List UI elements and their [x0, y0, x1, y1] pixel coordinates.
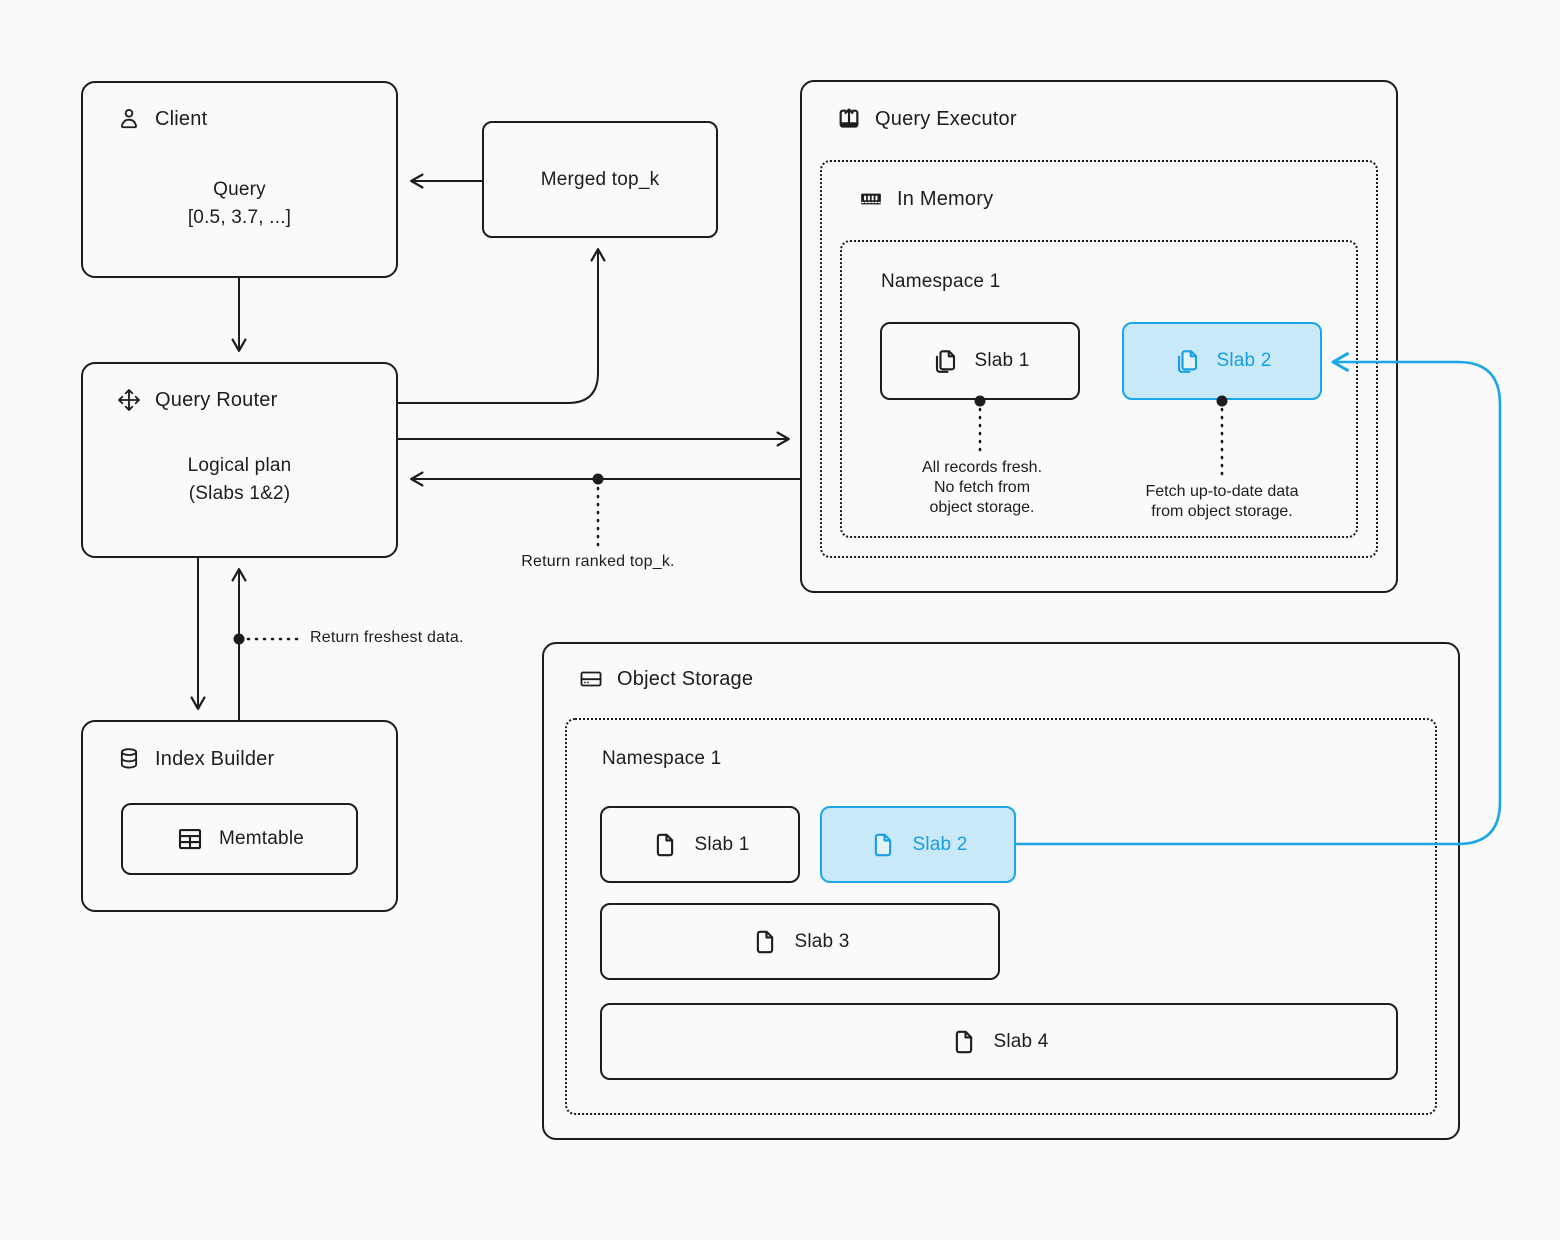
move-arrows-icon	[118, 389, 140, 411]
executor-slab-1: Slab 1	[880, 322, 1080, 400]
note-line: Fetch up-to-date data	[1145, 483, 1299, 500]
executor-slab-1-label: Slab 1	[974, 350, 1030, 371]
return-freshest-label: Return freshest data.	[310, 629, 464, 646]
storage-slab-1-label: Slab 1	[694, 833, 750, 855]
copy-documents-icon	[1178, 350, 1198, 373]
document-icon	[956, 1030, 973, 1053]
router-plan-line2: (Slabs 1&2)	[188, 483, 291, 504]
merged-topk-label-wrap: Merged top_k	[482, 121, 718, 238]
in-memory-title: In Memory	[897, 187, 994, 210]
drive-icon	[580, 671, 602, 687]
memtable-box	[121, 803, 358, 875]
ram-icon	[861, 193, 881, 205]
client-query-line1: Query	[213, 179, 266, 200]
copy-documents-icon	[936, 350, 956, 373]
document-icon	[757, 930, 774, 953]
document-icon	[875, 833, 892, 856]
arrow-router-to-merged	[398, 248, 606, 404]
storage-namespace-title: Namespace 1	[602, 748, 722, 769]
query-router-box	[81, 362, 398, 558]
client-box	[81, 81, 398, 278]
query-router-header: Query Router	[116, 387, 277, 413]
storage-slab-2-label: Slab 2	[912, 833, 968, 855]
index-builder-box	[81, 720, 398, 912]
executor-slab-2-label: Slab 2	[1216, 350, 1272, 371]
client-title: Client	[155, 107, 208, 130]
storage-slab-3: Slab 3	[600, 903, 1000, 980]
dot-return-freshest	[233, 633, 245, 645]
tray-upload-icon	[839, 108, 859, 128]
object-storage-header: Object Storage	[578, 666, 753, 692]
merged-topk-box	[482, 121, 718, 238]
query-router-title: Query Router	[155, 388, 278, 411]
note-line: All records fresh.	[921, 459, 1043, 476]
executor-slab-2-note: Fetch up-to-date data from object storag…	[1102, 482, 1342, 522]
storage-slab-3-label: Slab 3	[794, 930, 850, 952]
index-builder-title: Index Builder	[155, 747, 275, 770]
user-icon	[121, 108, 137, 129]
index-builder-header: Index Builder	[116, 746, 274, 772]
memtable-chip: Memtable	[121, 803, 358, 875]
executor-slab-2: Slab 2	[1122, 322, 1322, 400]
client-header: Client	[116, 106, 207, 132]
memtable-label: Memtable	[218, 828, 305, 849]
storage-slab-4: Slab 4	[600, 1003, 1398, 1080]
storage-slab-1: Slab 1	[600, 806, 800, 883]
return-ranked-label: Return ranked top_k.	[521, 553, 675, 570]
query-executor-header: Query Executor	[836, 106, 1017, 132]
in-memory-header: In Memory	[858, 186, 993, 212]
router-plan-text: Logical plan (Slabs 1&2)	[81, 452, 398, 508]
client-query-text: Query [0.5, 3.7, ...]	[81, 176, 398, 232]
note-line: object storage.	[929, 499, 1035, 516]
storage-slab-2: Slab 2	[820, 806, 1016, 883]
router-plan-line1: Logical plan	[187, 455, 292, 476]
document-icon	[657, 833, 674, 856]
table-icon	[178, 828, 202, 850]
query-executor-title: Query Executor	[875, 107, 1017, 130]
executor-namespace-title: Namespace 1	[881, 271, 1001, 292]
note-line: No fetch from	[933, 479, 1031, 496]
database-icon	[120, 748, 138, 769]
note-line: from object storage.	[1151, 503, 1293, 520]
storage-slab-4-label: Slab 4	[993, 1030, 1049, 1052]
executor-slab-1-note: All records fresh. No fetch from object …	[882, 458, 1082, 518]
object-storage-title: Object Storage	[617, 667, 754, 690]
client-query-vector: [0.5, 3.7, ...]	[187, 207, 292, 228]
merged-topk-label: Merged top_k	[540, 168, 660, 190]
storage-namespace-box	[565, 718, 1437, 1115]
object-storage-box	[542, 642, 1460, 1140]
dot-return-ranked	[592, 473, 604, 485]
